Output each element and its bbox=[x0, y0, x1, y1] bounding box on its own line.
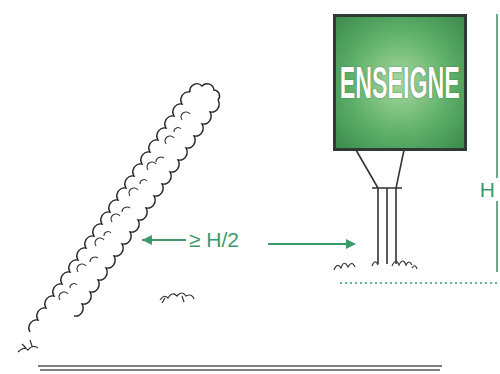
ground-line bbox=[38, 366, 442, 370]
ground-reference-line bbox=[340, 282, 498, 284]
small-bush bbox=[160, 293, 194, 303]
tree-base bbox=[18, 340, 38, 352]
distance-label: ≥ H/2 bbox=[186, 228, 242, 251]
sign-post bbox=[356, 150, 404, 264]
tree-outline bbox=[74, 100, 219, 316]
height-line bbox=[496, 14, 498, 272]
sign-text: ENSEIGNE bbox=[340, 61, 460, 105]
grass bbox=[334, 261, 417, 270]
tree-top bbox=[190, 84, 220, 100]
sign-board: ENSEIGNE bbox=[333, 14, 467, 151]
arrowhead bbox=[142, 235, 152, 245]
distance-line bbox=[142, 240, 354, 244]
height-label: H bbox=[477, 178, 498, 201]
arrowhead bbox=[346, 239, 356, 249]
tree-foliage bbox=[59, 112, 190, 300]
